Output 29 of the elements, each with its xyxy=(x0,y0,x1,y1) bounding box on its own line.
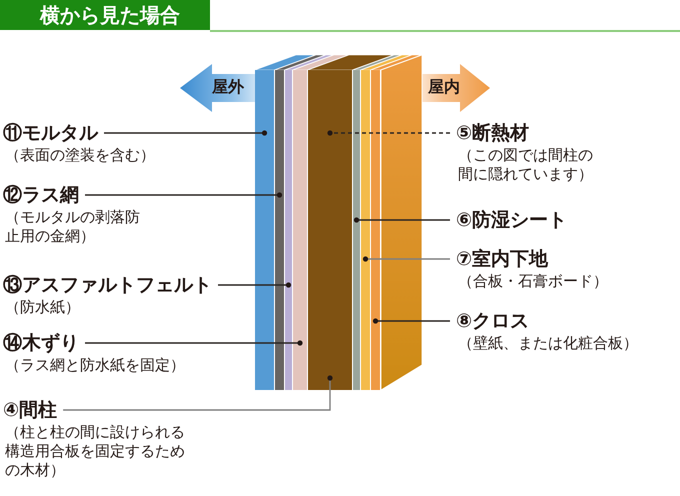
part-note: （表面の塗装を含む） xyxy=(4,146,156,165)
part-name: ⑭木ずり xyxy=(3,331,79,356)
part-note: （防水紙） xyxy=(4,298,81,317)
part-name: ⑤断熱材 xyxy=(456,121,530,146)
leader-line xyxy=(218,282,292,288)
leader-line xyxy=(85,192,282,198)
leader-line xyxy=(354,217,450,223)
part-name: ⑬アスファルトフェルト xyxy=(3,273,212,298)
leader-line xyxy=(362,256,450,262)
leader-line xyxy=(104,130,268,136)
part-name: ⑥防湿シート xyxy=(456,208,568,233)
part-note: （この図では間柱の間に隠れています） xyxy=(457,146,594,184)
part-name: ⑧クロス xyxy=(456,309,530,334)
part-name: ⑪モルタル xyxy=(3,121,98,146)
part-name: ⑦室内下地 xyxy=(456,247,548,272)
leader-line xyxy=(63,375,333,411)
leader-line xyxy=(85,340,303,346)
leader-line xyxy=(372,318,450,324)
direction-label: 屋内 xyxy=(428,76,460,98)
title-banner: 横から見た場合 xyxy=(0,0,210,30)
part-name: ⑫ラス網 xyxy=(3,183,79,208)
part-note: （柱と柱の間に設けられる構造用合板を固定するための木材） xyxy=(4,423,185,480)
part-name: ④間柱 xyxy=(3,398,58,423)
direction-label: 屋外 xyxy=(212,76,244,98)
part-note: （合板・石膏ボード） xyxy=(457,272,609,291)
part-note: （モルタルの剥落防止用の金網） xyxy=(4,208,141,246)
leader-line xyxy=(327,130,450,136)
part-note: （ラス網と防水紙を固定） xyxy=(4,356,186,375)
part-note: （壁紙、または化粧合板） xyxy=(457,334,639,353)
